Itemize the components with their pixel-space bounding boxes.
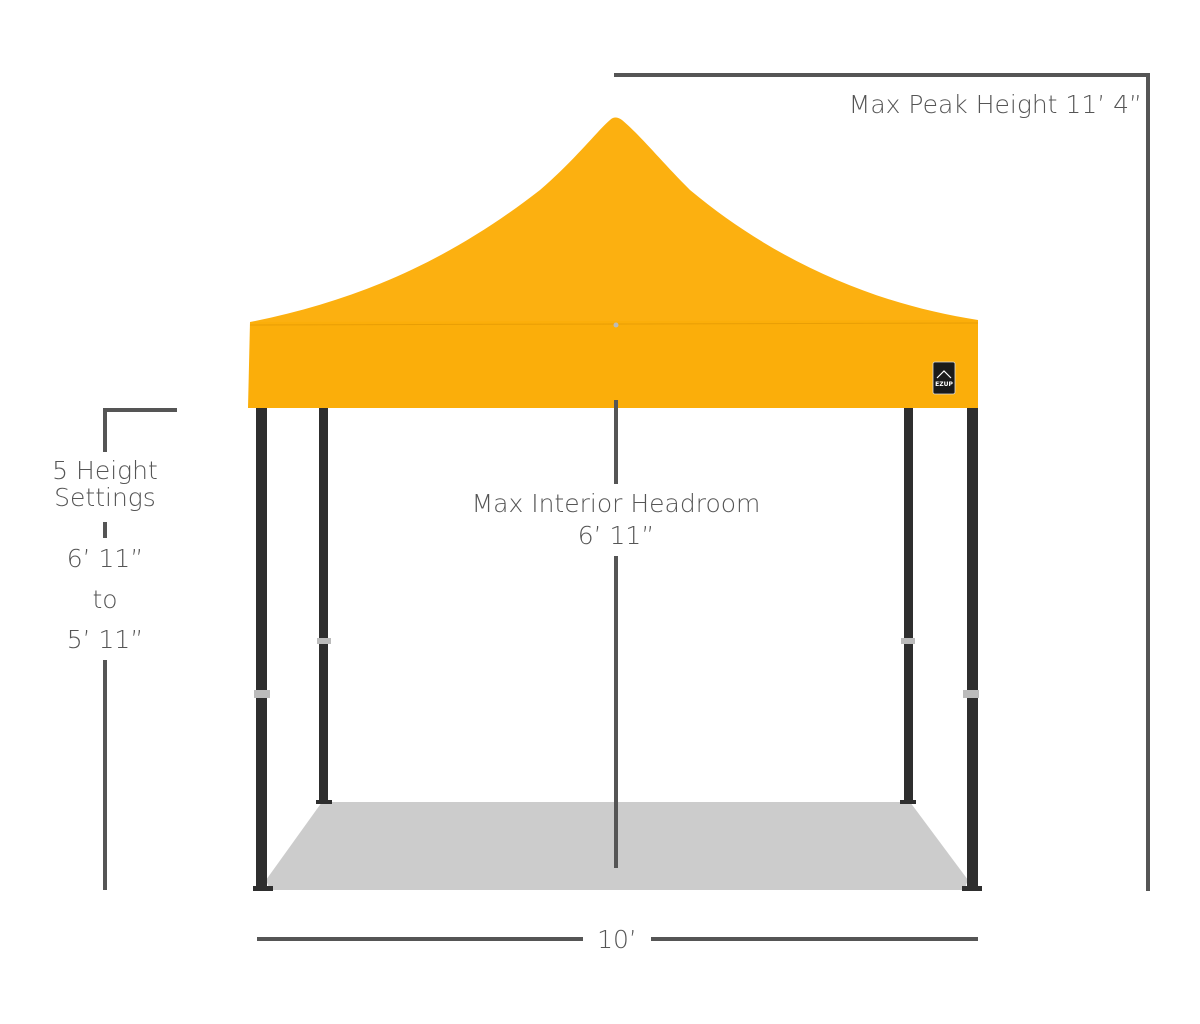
headroom-line-upper bbox=[614, 400, 618, 484]
interior-headroom-value: 6’ 11” bbox=[577, 521, 655, 550]
ezup-badge: EZUP bbox=[932, 361, 956, 395]
leg-front-left bbox=[256, 408, 267, 890]
peak-height-line-top bbox=[614, 73, 1150, 77]
width-line-right bbox=[651, 937, 978, 941]
canopy-roof bbox=[250, 117, 978, 328]
height-settings-line-upper bbox=[103, 408, 107, 452]
leg-front-right bbox=[967, 408, 978, 890]
headroom-line-lower bbox=[614, 556, 618, 868]
height-settings-line-top bbox=[103, 408, 177, 412]
svg-text:EZUP: EZUP bbox=[935, 381, 953, 388]
height-settings-line-lower bbox=[103, 660, 107, 890]
height-settings-label-1: 5 Height bbox=[52, 456, 158, 485]
width-label: 10’ bbox=[597, 925, 637, 954]
interior-headroom-title: Max Interior Headroom bbox=[471, 489, 761, 518]
peak-height-line-vertical bbox=[1146, 73, 1150, 891]
max-peak-height-label: Max Peak Height 11’ 4” bbox=[848, 90, 1142, 119]
height-settings-label-2: Settings bbox=[54, 483, 156, 512]
height-max-label: 6’ 11” bbox=[66, 544, 144, 573]
height-min-label: 5’ 11” bbox=[66, 625, 144, 654]
canopy-valance bbox=[248, 320, 978, 408]
leg-back-left bbox=[319, 408, 328, 802]
height-settings-line-mid bbox=[103, 522, 107, 538]
height-to-label: to bbox=[92, 585, 118, 614]
width-line-left bbox=[257, 937, 583, 941]
leg-back-right bbox=[904, 408, 913, 802]
